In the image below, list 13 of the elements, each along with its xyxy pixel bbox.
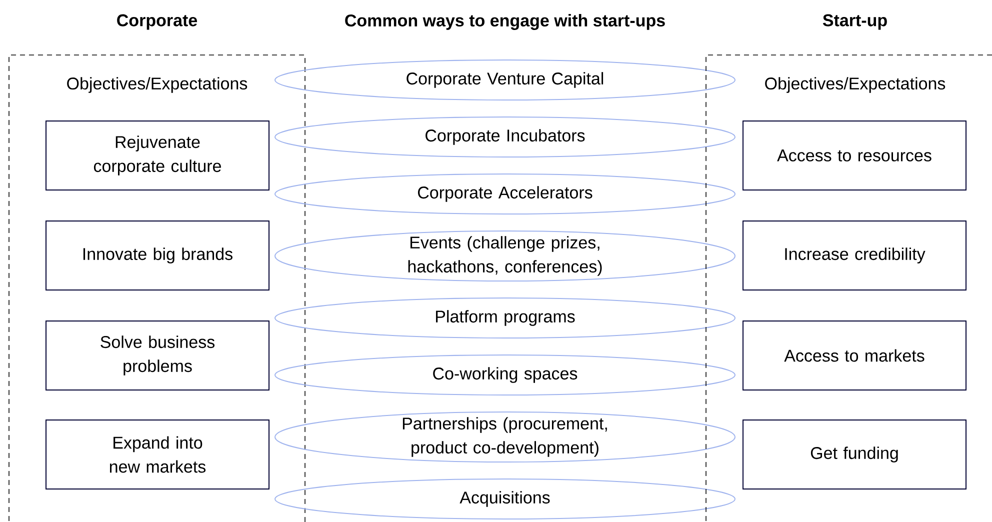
column-heading: Common ways to engage with start-ups [345,14,665,30]
objective-box: Get funding [742,420,967,490]
objective-box: Innovate big brands [46,220,270,290]
panel-heading: Objectives/Expectations [765,77,946,93]
panel-heading: Objectives/Expectations [67,77,248,93]
objective-box: Access to markets [742,320,967,390]
objective-box: Increase credibility [742,220,967,290]
column-heading: Start-up [822,14,887,30]
objective-box: Expand into new markets [46,420,270,490]
objective-box: Rejuvenate corporate culture [46,120,270,190]
objective-box: Solve business problems [46,320,270,390]
objective-box: Access to resources [742,120,967,190]
column-heading: Corporate [117,14,198,30]
